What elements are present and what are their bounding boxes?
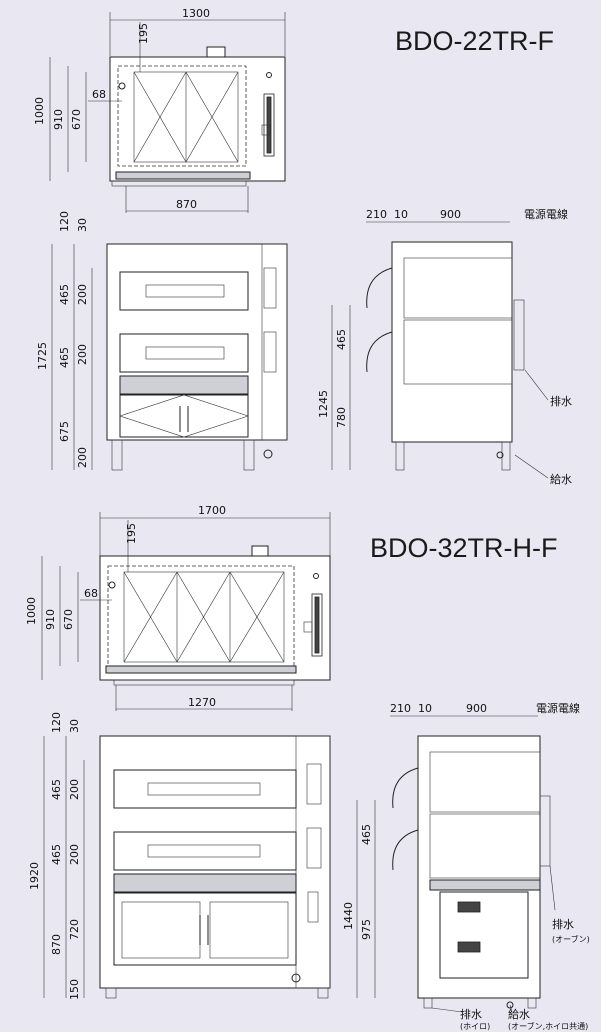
drain-hoiro-label-bottom: 排水 <box>460 1007 482 1021</box>
side-view-top: 210 10 900 電源電線 465 1245 780 排水 給水 <box>317 207 572 486</box>
dim-10-bottom: 10 <box>418 702 432 715</box>
dim-120-top: 120 <box>58 211 71 232</box>
drain-oven-note-bottom: (オーブン) <box>552 934 590 944</box>
dim-465a-bottom: 465 <box>50 779 63 800</box>
dim-195-bottom: 195 <box>125 523 138 544</box>
drain-oven-label-bottom: 排水 <box>552 917 574 931</box>
water-note-bottom: (オーブン,ホイロ共通) <box>508 1021 588 1031</box>
dim-975-bottom: 975 <box>360 919 373 940</box>
power-cord-label-bottom: 電源電線 <box>536 701 580 715</box>
dim-195-top: 195 <box>137 23 150 44</box>
dim-1440-bottom: 1440 <box>342 902 355 930</box>
model-name-top: BDO-22TR-F <box>395 26 554 56</box>
dim-675-top: 675 <box>58 421 71 442</box>
dim-1245-top: 1245 <box>317 390 330 418</box>
dim-200a-bottom: 200 <box>68 779 81 800</box>
dim-width-bottom: 1700 <box>198 504 226 517</box>
dim-depth-top: 1000 <box>33 97 46 125</box>
dim-68-bottom: 68 <box>84 587 98 600</box>
water-label-top: 給水 <box>550 472 572 486</box>
dim-870-bottom: 870 <box>50 934 63 955</box>
side-view-bottom: 210 10 900 電源電線 465 1440 975 排水 (オーブン) 排… <box>342 701 590 1031</box>
dim-900-bottom: 900 <box>466 702 487 715</box>
dim-200b-top: 200 <box>76 344 89 365</box>
dim-30-top: 30 <box>76 218 89 232</box>
dim-910-top: 910 <box>52 109 65 130</box>
dim-total-height-top: 1725 <box>36 342 49 370</box>
dim-465b-top: 465 <box>58 347 71 368</box>
drain-label-top: 排水 <box>550 394 572 408</box>
water-label-bottom: 給水 <box>508 1007 530 1021</box>
dim-670-bottom: 670 <box>62 609 75 630</box>
dim-total-height-bottom: 1920 <box>28 862 41 890</box>
dim-210-bottom: 210 <box>390 702 411 715</box>
plan-view-bottom: 1700 1000 910 670 68 195 1270 <box>25 504 331 711</box>
dim-670-top: 670 <box>70 109 83 130</box>
dim-200b-bottom: 200 <box>68 844 81 865</box>
front-view-bottom: 1920 120 30 465 200 465 200 870 720 150 <box>28 712 331 1000</box>
dim-210-top: 210 <box>366 208 387 221</box>
dim-inner-width-top: 870 <box>176 198 197 211</box>
dim-200-leg-top: 200 <box>76 447 89 468</box>
dim-900-top: 900 <box>440 208 461 221</box>
front-view-top: 1725 120 30 465 200 465 200 675 200 <box>36 211 288 471</box>
dim-780-top: 780 <box>335 407 348 428</box>
dim-inner-width-bottom: 1270 <box>188 696 216 709</box>
dim-30-bottom: 30 <box>68 719 81 733</box>
dim-10-top: 10 <box>394 208 408 221</box>
dim-465-side-top: 465 <box>335 329 348 350</box>
dim-150-bottom: 150 <box>68 979 81 1000</box>
dim-200a-top: 200 <box>76 284 89 305</box>
dim-depth-bottom: 1000 <box>25 597 38 625</box>
dim-68-top: 68 <box>92 88 106 101</box>
drain-hoiro-note-bottom: (ホイロ) <box>460 1022 490 1031</box>
dim-465a-top: 465 <box>58 284 71 305</box>
dim-465-side-bottom: 465 <box>360 824 373 845</box>
dim-910-bottom: 910 <box>44 609 57 630</box>
plan-view-top: 1300 1000 910 670 68 195 870 <box>33 7 286 213</box>
dim-120-bottom: 120 <box>50 712 63 733</box>
dim-720-bottom: 720 <box>68 919 81 940</box>
model-name-bottom: BDO-32TR-H-F <box>370 533 558 563</box>
dim-width-top: 1300 <box>182 7 210 20</box>
power-cord-label-top: 電源電線 <box>524 207 568 221</box>
dim-465b-bottom: 465 <box>50 844 63 865</box>
